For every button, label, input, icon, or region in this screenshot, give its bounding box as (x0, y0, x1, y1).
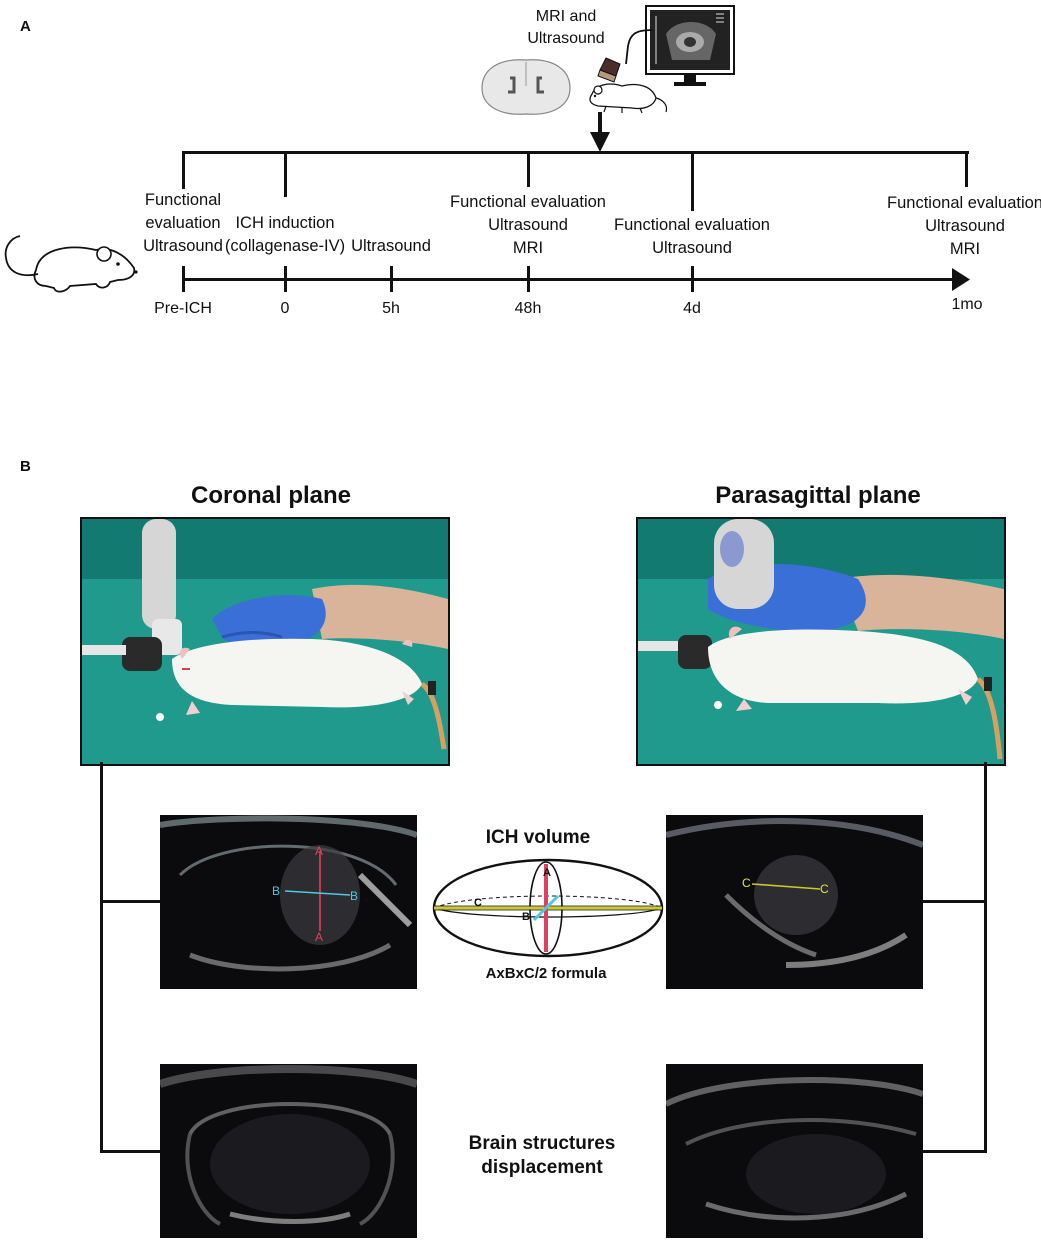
ellipsoid-label-c: C (474, 897, 482, 909)
rat-large-icon (4, 235, 138, 293)
tick-label-0: 0 (280, 300, 290, 317)
axis-tick-5h (390, 266, 393, 292)
displacement-line-2: displacement (481, 1157, 603, 1178)
brain-slice-illustration (481, 59, 571, 115)
volume-formula: AxBxC/2 formula (485, 965, 607, 982)
event-label-4d: Functional evaluation Ultrasound (614, 214, 770, 260)
timeline-axis (182, 278, 957, 281)
panel-b-letter: B (20, 458, 31, 475)
event-1-line-1: ICH induction (235, 214, 335, 232)
tick-label-1mo: 1mo (951, 296, 983, 313)
parasagittal-ultrasound-displacement (666, 1064, 923, 1238)
bracket-tick-pre-ich (182, 151, 185, 189)
displacement-line-1: Brain structures (468, 1133, 616, 1154)
coronal-plane-title: Coronal plane (190, 482, 352, 509)
monitor-icon (645, 5, 735, 86)
parasagittal-photo (636, 517, 1006, 766)
parasagittal-label-c-right: C (820, 882, 829, 896)
ultrasound-probe-icon (597, 57, 621, 83)
mri-ultrasound-label: MRI and Ultrasound (527, 6, 604, 50)
left-bracket-vertical (100, 762, 103, 1152)
axis-tick-4d (691, 266, 694, 292)
tick-label-48h: 48h (514, 300, 542, 317)
arrow-down-icon (590, 112, 610, 152)
rat-small-icon (589, 83, 668, 114)
coronal-photo (80, 517, 450, 766)
event-2-line-1: Ultrasound (351, 237, 431, 255)
bracket-tick-0 (284, 151, 287, 197)
mri-label-line-1: MRI and (535, 8, 597, 25)
parasagittal-plane-title: Parasagittal plane (715, 482, 921, 509)
axis-tick-48h (527, 266, 530, 292)
coronal-label-a-top: A (315, 844, 323, 858)
coronal-label-b-right: B (350, 889, 358, 903)
right-bracket-branch-bottom (922, 1150, 987, 1153)
bracket-tick-4d (691, 151, 694, 211)
axis-tick-0 (284, 266, 287, 292)
coronal-label-a-bottom: A (315, 930, 323, 944)
bracket-top-line (182, 151, 969, 154)
displacement-label: Brain structures displacement (469, 1132, 616, 1180)
bracket-tick-48h (527, 151, 530, 187)
axis-tick-pre-ich (182, 266, 185, 292)
event-0-line-3: Ultrasound (143, 237, 223, 255)
ellipsoid-diagram: C A B (432, 858, 664, 958)
left-bracket-branch-top (100, 900, 160, 903)
event-4-line-2: Ultrasound (652, 239, 732, 257)
event-3-line-3: MRI (512, 239, 544, 257)
event-label-5h: Ultrasound (351, 235, 431, 258)
event-label-48h: Functional evaluation Ultrasound MRI (450, 191, 606, 260)
mri-label-line-2: Ultrasound (527, 30, 605, 47)
panel-a-letter: A (20, 18, 31, 35)
parasagittal-label-c-left: C (742, 876, 751, 890)
probe-cable (625, 29, 653, 65)
event-5-line-3: MRI (949, 240, 981, 258)
event-3-line-2: Ultrasound (488, 216, 568, 234)
left-bracket-branch-bottom (100, 1150, 160, 1153)
coronal-label-b-left: B (272, 884, 280, 898)
ellipsoid-label-b: B (522, 911, 530, 923)
tick-label-5h: 5h (382, 300, 400, 317)
parasagittal-ultrasound-volume: C C (666, 815, 923, 989)
ich-volume-title: ICH volume (485, 827, 591, 848)
event-label-1mo: Functional evaluation Ultrasound MRI (887, 192, 1041, 261)
event-3-line-1: Functional evaluation (450, 193, 606, 211)
coronal-ultrasound-volume: A A B B (160, 815, 417, 989)
tick-label-pre-ich: Pre-ICH (154, 300, 212, 317)
timeline-arrowhead (952, 268, 970, 291)
bracket-tick-1mo (965, 151, 968, 187)
event-label-pre-ich: Functional evaluation Ultrasound (143, 189, 223, 258)
right-bracket-vertical (984, 762, 987, 1152)
event-5-line-2: Ultrasound (925, 217, 1005, 235)
tick-label-4d: 4d (683, 300, 701, 317)
event-5-line-1: Functional evaluation (887, 194, 1041, 212)
coronal-ultrasound-displacement (160, 1064, 417, 1238)
event-0-line-2: evaluation (145, 214, 221, 232)
ellipsoid-label-a: A (543, 867, 551, 879)
event-0-line-1: Functional (144, 191, 222, 209)
event-1-line-2: (collagenase-IV) (224, 237, 346, 255)
event-4-line-1: Functional evaluation (614, 216, 770, 234)
right-bracket-branch-top (922, 900, 987, 903)
event-label-0: ICH induction (collagenase-IV) (225, 212, 345, 258)
